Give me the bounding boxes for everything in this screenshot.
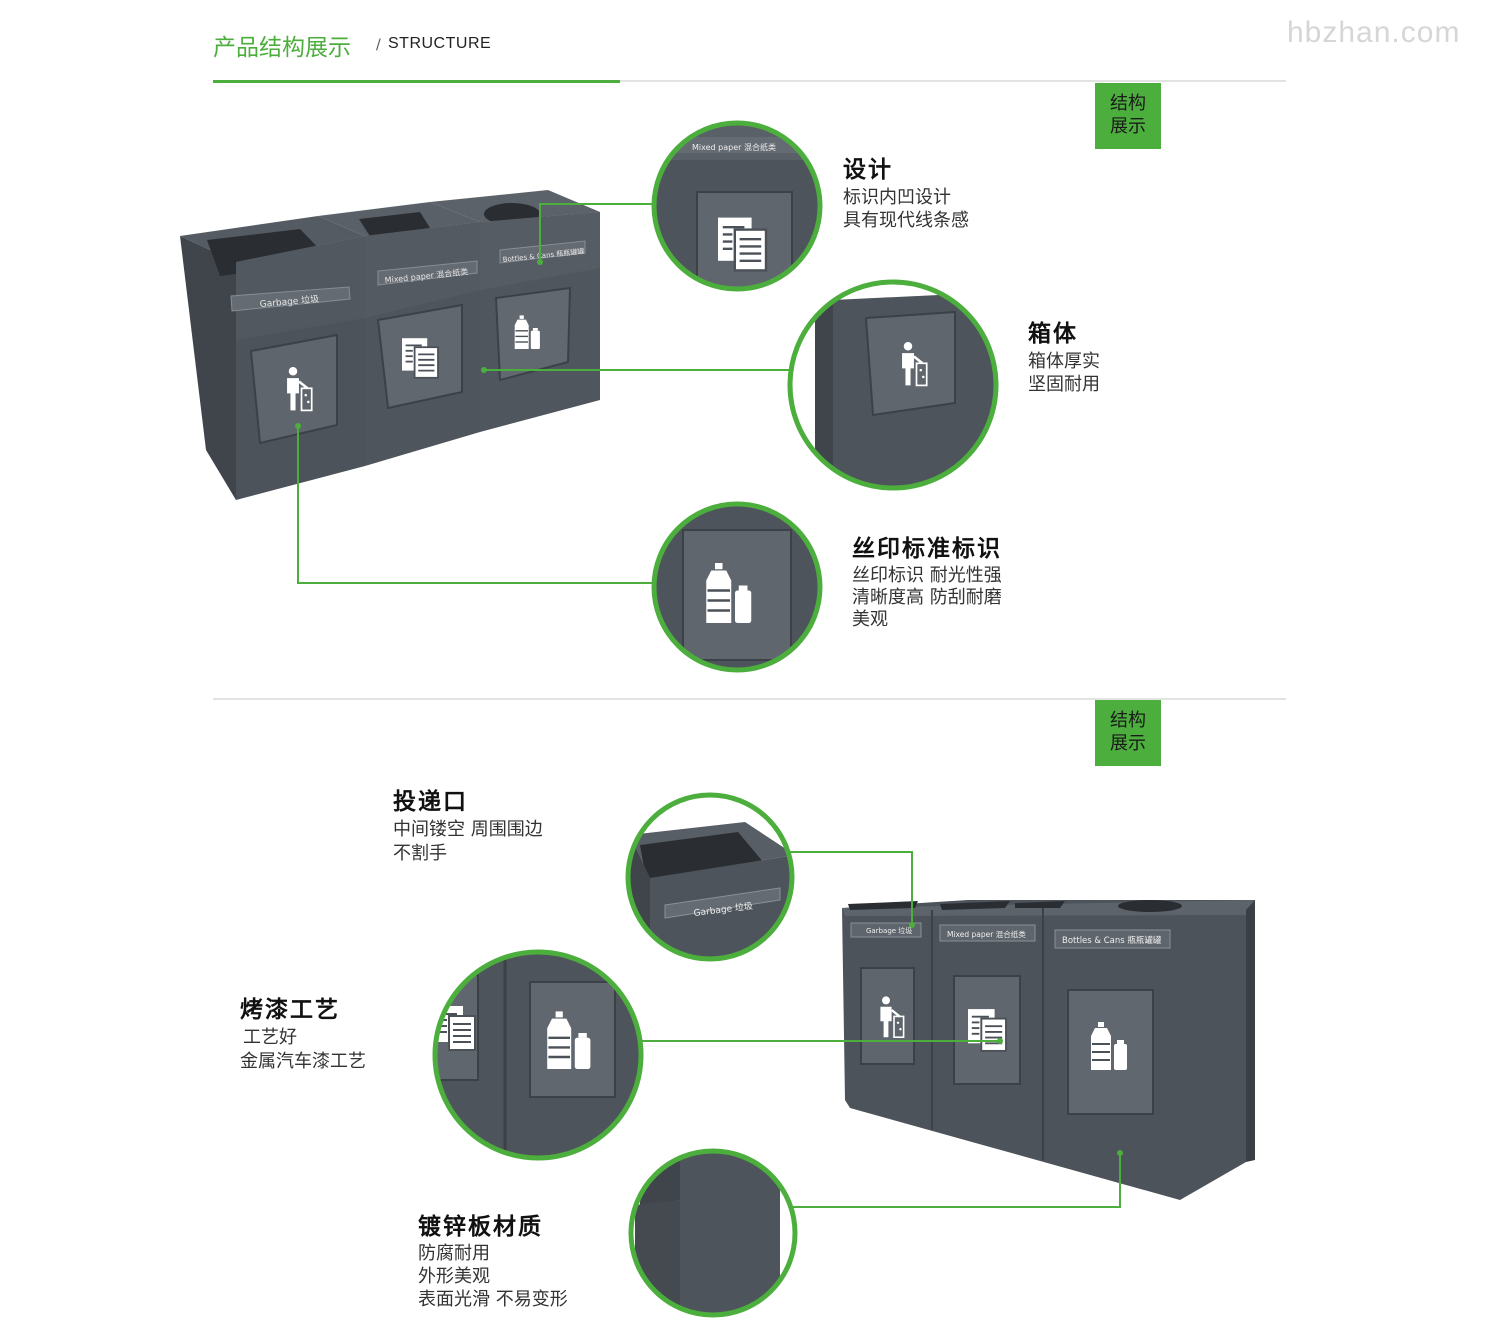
feature-text: 美观 [852, 609, 888, 630]
feature-text: 表面光滑 不易变形 [418, 1289, 568, 1310]
bin-illustration-1: Garbage 垃圾 Mixed paper 混合纸类 Bottles & Ca… [180, 190, 600, 500]
feature-text: 具有现代线条感 [843, 210, 969, 231]
structure-badge-top: 结构 展示 [1095, 83, 1161, 149]
feature-text: 不割手 [393, 843, 447, 864]
feature-title-box: 箱体 [1028, 321, 1078, 347]
feature-text: 标识内凹设计 [843, 187, 951, 208]
feature-title-silkscreen: 丝印标准标识 [852, 536, 1002, 562]
zoom-label-paper: Mixed paper 混合纸类 [692, 142, 776, 152]
bin-label-bottles: Bottles & Cans 瓶瓶罐罐 [1062, 935, 1162, 946]
header-accent-bar [213, 80, 620, 83]
feature-text: 中间镂空 周围围边 [393, 819, 543, 840]
bin-label-paper: Mixed paper 混合纸类 [947, 929, 1026, 939]
zoom-circle-paint [432, 949, 644, 1161]
badge-line-1: 结构 [1110, 93, 1146, 114]
feature-text: 丝印标识 耐光性强 [852, 565, 1002, 586]
feature-text: 坚固耐用 [1028, 374, 1100, 395]
zoom-circle-design: Mixed paper 混合纸类 [651, 120, 823, 292]
header-divider [213, 80, 1286, 82]
watermark-text: hbzhan.com [1287, 16, 1461, 49]
bin-illustration-2: Garbage 垃圾 Mixed paper 混合纸类 Bottles & Ca… [842, 900, 1255, 1200]
feature-title-material: 镀锌板材质 [418, 1214, 543, 1240]
structure-badge-bottom: 结构 展示 [1095, 700, 1161, 766]
feature-title-paint: 烤漆工艺 [240, 997, 340, 1023]
zoom-circle-silkscreen [651, 501, 823, 673]
page-title: 产品结构展示 [213, 35, 351, 61]
badge-line-2: 展示 [1110, 116, 1146, 137]
feature-text: 防腐耐用 [418, 1243, 490, 1264]
badge-line-1: 结构 [1110, 710, 1146, 731]
zoom-circle-opening: Garbage 垃圾 [625, 792, 795, 962]
connector-lines-2 [640, 851, 1121, 1208]
feature-text: 清晰度高 防刮耐磨 [852, 587, 1002, 608]
feature-text: 工艺好 [243, 1027, 297, 1048]
bin-label-garbage: Garbage 垃圾 [866, 926, 912, 935]
page-subtitle: STRUCTURE [388, 35, 492, 52]
title-separator: / [376, 37, 381, 53]
badge-line-2: 展示 [1110, 733, 1146, 754]
feature-title-design: 设计 [843, 157, 893, 183]
feature-text: 金属汽车漆工艺 [240, 1051, 366, 1072]
section-divider [213, 698, 1286, 700]
feature-title-opening: 投递口 [393, 789, 468, 815]
zoom-circle-box [787, 279, 999, 491]
feature-text: 外形美观 [418, 1266, 490, 1287]
zoom-circle-material [628, 1148, 798, 1318]
connector-lines-1 [297, 203, 790, 584]
feature-text: 箱体厚实 [1028, 351, 1100, 372]
